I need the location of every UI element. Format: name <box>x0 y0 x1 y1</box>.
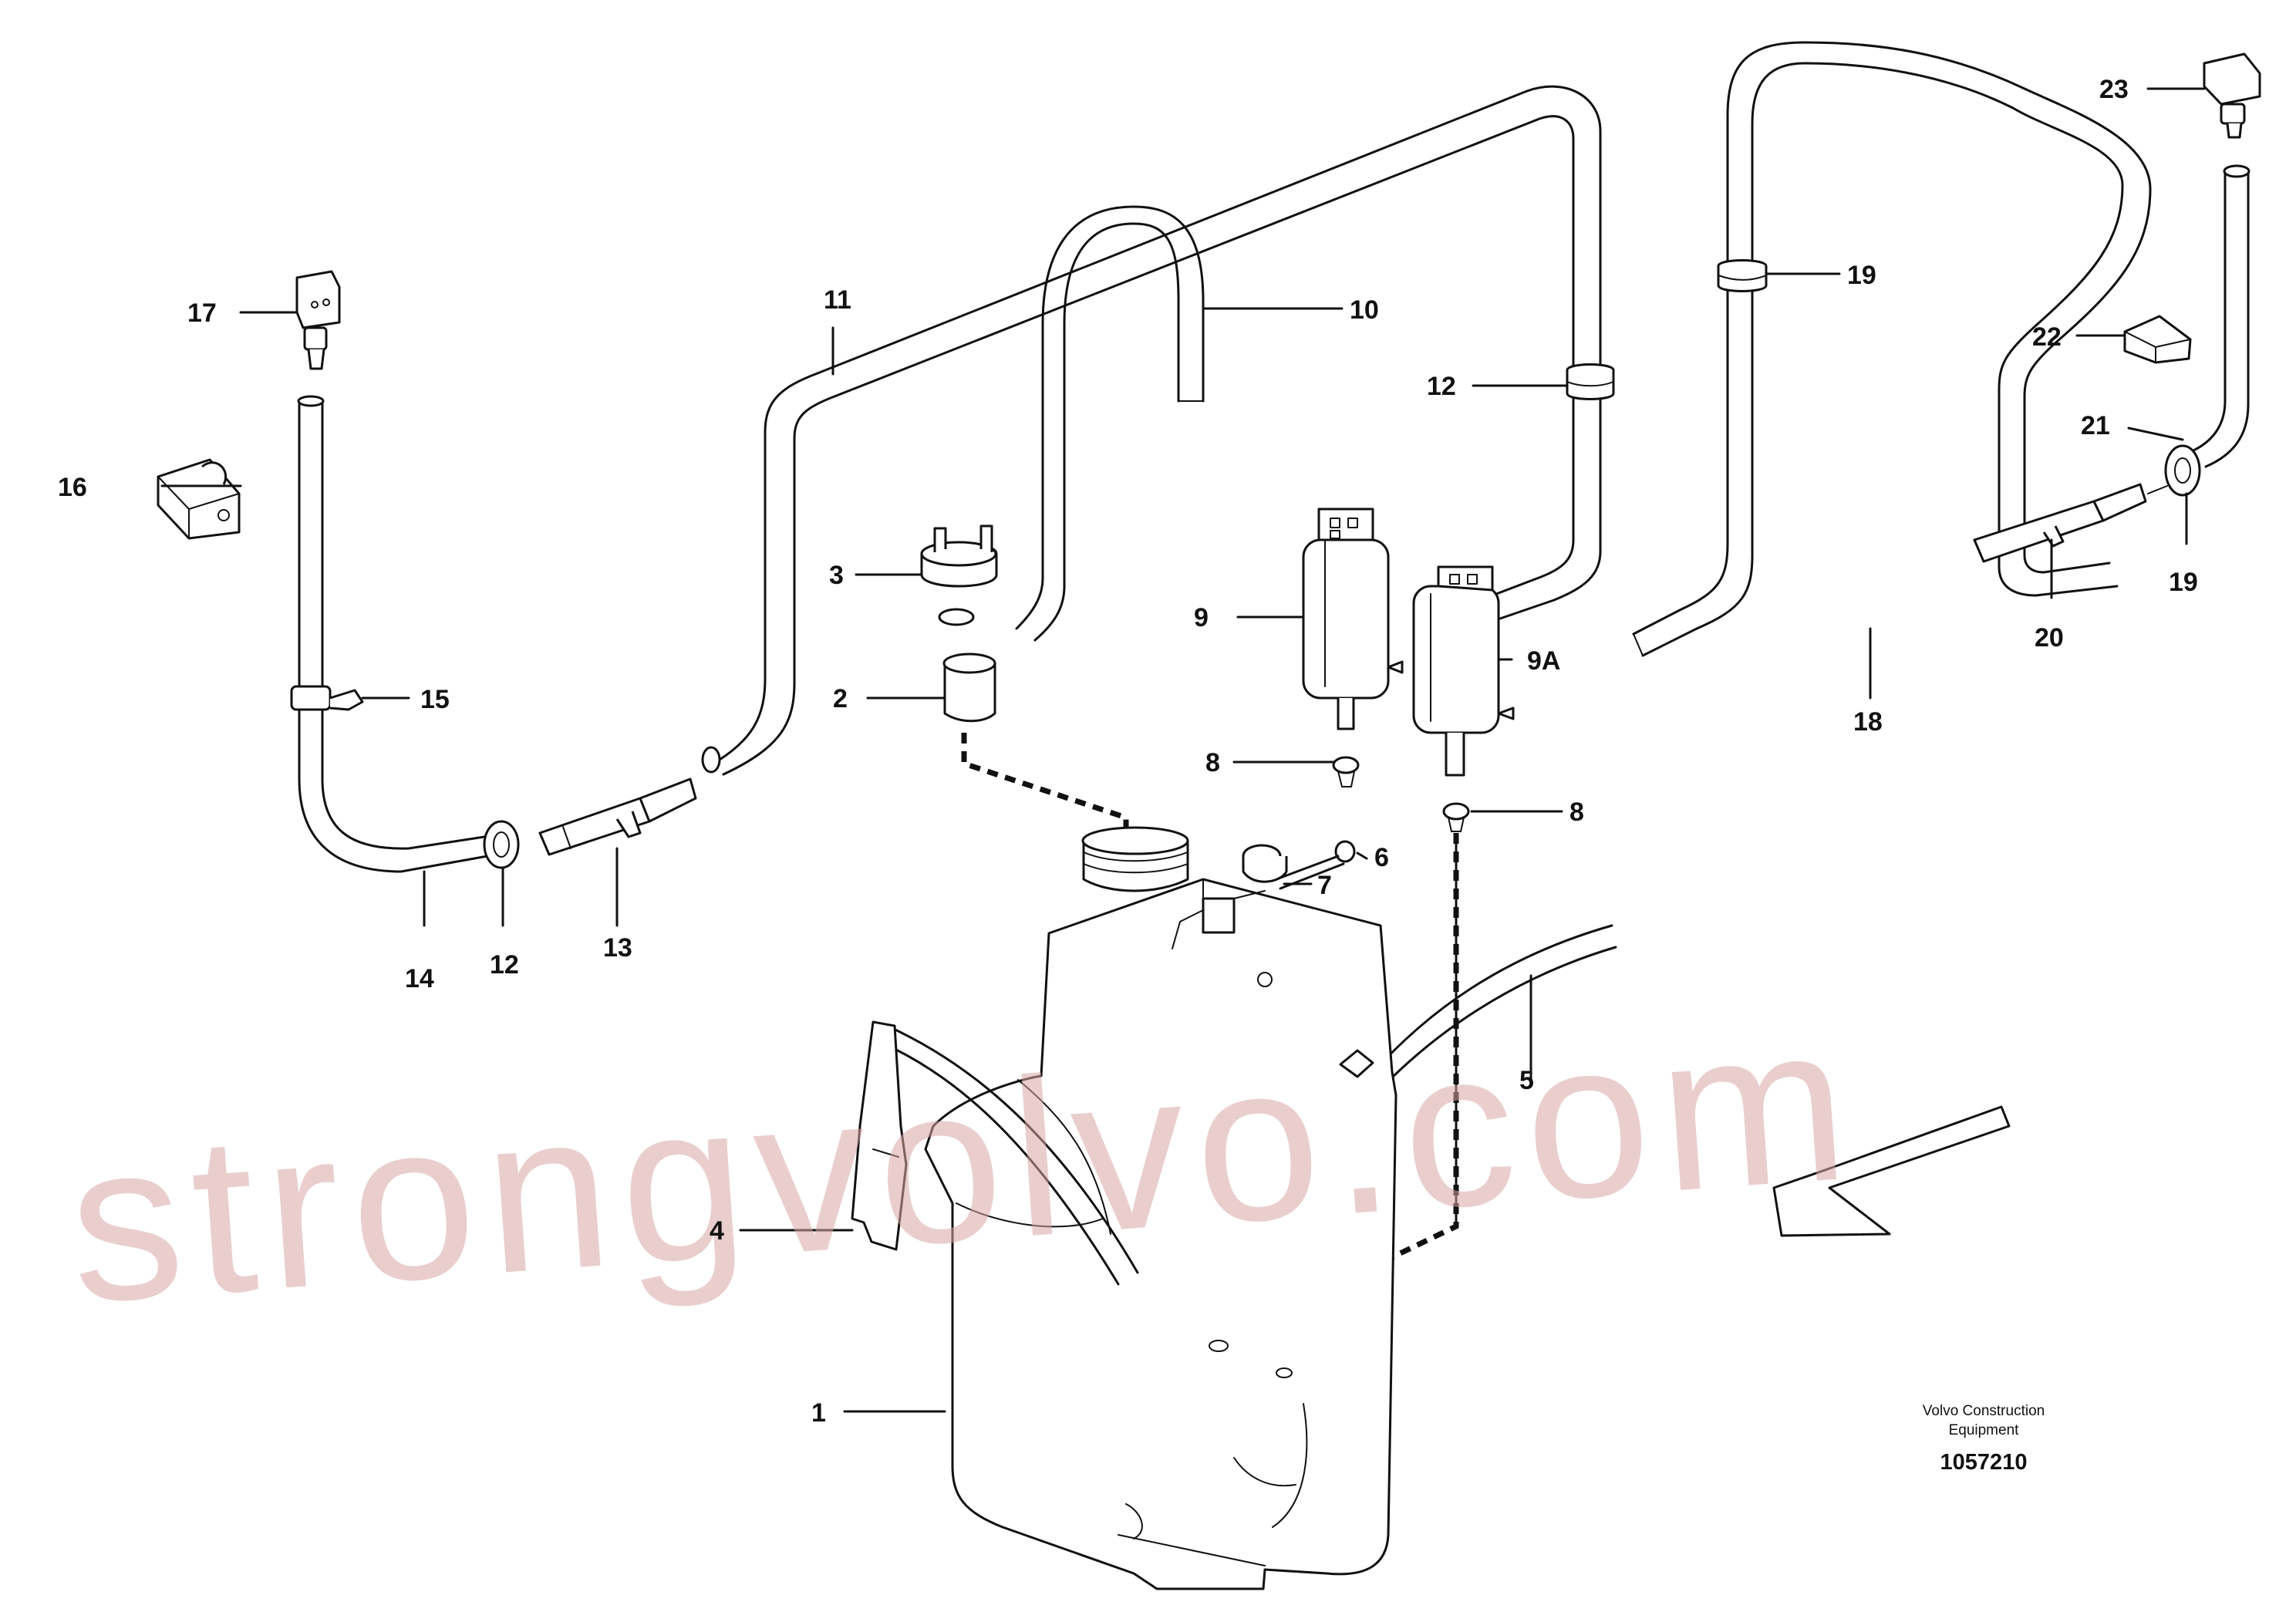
hose-21 <box>2190 164 2250 468</box>
grommet-19b <box>2164 444 2201 497</box>
callout-12b: 12 <box>490 950 519 980</box>
grommet-12 <box>1566 363 1615 400</box>
grommet-12b <box>483 820 520 869</box>
callout-4: 4 <box>710 1216 724 1246</box>
hose-18-19 <box>1632 41 2152 657</box>
grommet-8 <box>1332 756 1360 787</box>
clip-16 <box>157 458 241 540</box>
callout-1: 1 <box>811 1398 826 1428</box>
callout-13: 13 <box>603 933 632 963</box>
screw-6 <box>1275 840 1356 890</box>
callout-3: 3 <box>829 561 844 590</box>
callout-8b: 8 <box>1569 798 1584 827</box>
washer-tank <box>885 826 1397 1590</box>
callout-17: 17 <box>187 298 217 328</box>
leader-lines <box>160 87 2206 1413</box>
check-valve-20 <box>1973 483 2168 563</box>
washer-pump-9A <box>1412 565 1515 777</box>
hose-11 <box>701 85 1602 776</box>
strainer-2 <box>942 653 996 723</box>
callout-14: 14 <box>405 964 434 993</box>
callout-8: 8 <box>1205 748 1220 777</box>
clamp-7 <box>1202 844 1288 934</box>
nozzle-17 <box>295 270 341 370</box>
clip-22 <box>2123 315 2192 364</box>
callout-15: 15 <box>420 685 450 714</box>
caption-line-1: Volvo Construction <box>1923 1403 2045 1419</box>
callout-22: 22 <box>2032 322 2062 352</box>
check-valve-13 <box>538 777 697 856</box>
drawing-number: 1057210 <box>1940 1450 2028 1475</box>
callout-2: 2 <box>833 684 848 713</box>
callout-11: 11 <box>824 285 851 315</box>
callout-5: 5 <box>1519 1066 1534 1095</box>
callout-10: 10 <box>1350 295 1379 325</box>
ring-2 <box>938 608 975 626</box>
nozzle-23 <box>2203 52 2261 139</box>
callout-19b: 19 <box>2169 568 2198 597</box>
callout-21: 21 <box>2081 411 2110 440</box>
callout-18: 18 <box>1853 707 1883 737</box>
title-block: Volvo Construction Equipment 1057210 <box>1923 1403 2045 1475</box>
callout-9: 9 <box>1194 603 1209 632</box>
callout-16: 16 <box>58 473 87 502</box>
callout-9A: 9A <box>1527 646 1560 676</box>
callout-6: 6 <box>1374 843 1389 872</box>
washer-pump-9 <box>1302 508 1404 730</box>
callout-19: 19 <box>1847 261 1876 290</box>
clip-15 <box>290 685 364 711</box>
bracket-4 <box>851 1020 908 1251</box>
caption-line-2: Equipment <box>1949 1422 2020 1438</box>
filler-cap-3 <box>920 524 998 588</box>
callout-20: 20 <box>2035 623 2064 653</box>
grommet-8b <box>1442 802 1470 832</box>
callout-23: 23 <box>2099 75 2129 104</box>
grommet-19 <box>1717 259 1768 292</box>
front-direction-arrow <box>1772 1105 2011 1237</box>
hose-10 <box>1015 205 1205 642</box>
callout-12: 12 <box>1427 372 1456 401</box>
hose-14 <box>297 395 489 873</box>
callouts: 1 2 3 4 5 6 7 8 8 9 9A 10 11 12 12 13 14… <box>58 75 2198 1428</box>
callout-7: 7 <box>1317 871 1332 900</box>
